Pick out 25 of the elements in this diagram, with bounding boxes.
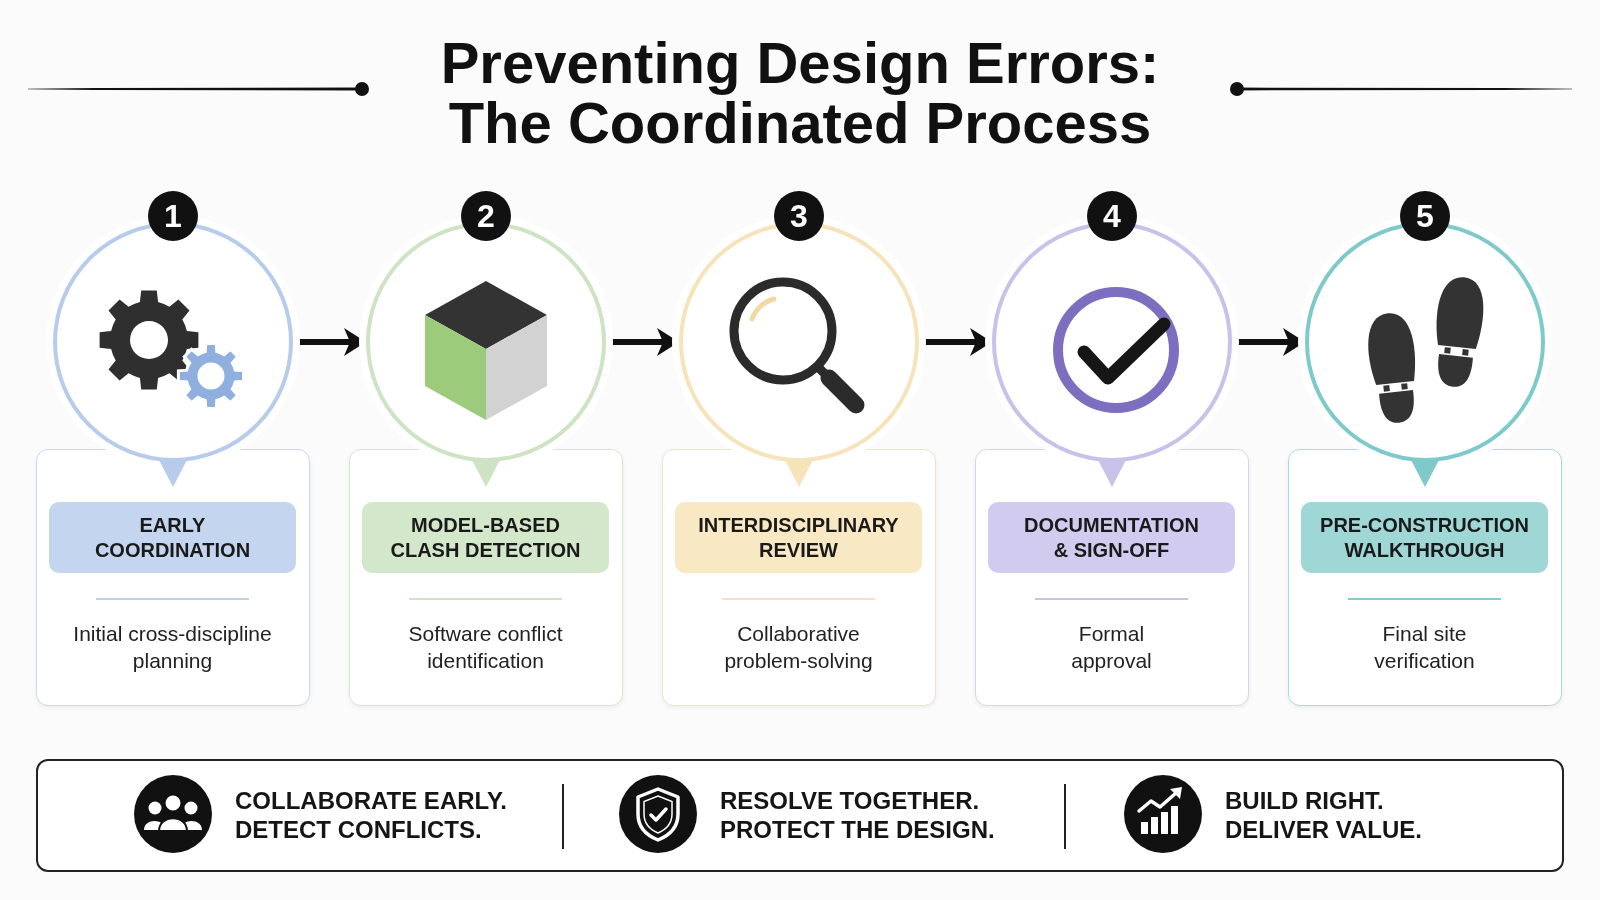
summary-text: RESOLVE TOGETHER. PROTECT THE DESIGN.	[720, 786, 996, 844]
step-title: EARLY COORDINATION	[49, 502, 296, 573]
number-badge: 3	[774, 191, 824, 241]
step-title: DOCUMENTATION & SIGN-OFF	[988, 502, 1235, 573]
title: Preventing Design Errors: The Coordinated Process	[439, 33, 1161, 153]
step-description: Collaborative problem-solving	[723, 621, 874, 674]
summary-text: BUILD RIGHT. DELIVER VALUE.	[1225, 786, 1423, 844]
step-title: PRE-CONSTRUCTION WALKTHROUGH	[1301, 502, 1548, 573]
step-description: Software conflict identification	[407, 621, 564, 674]
summary-text: COLLABORATE EARLY. DETECT CONFLICTS.	[235, 786, 508, 844]
number-badge: 1	[148, 191, 198, 241]
step-description: Initial cross-discipline planning	[72, 621, 273, 674]
step-card	[662, 449, 936, 706]
step-title: MODEL-BASED CLASH DETECTION	[362, 502, 609, 573]
step-card	[975, 449, 1249, 706]
step-title: INTERDISCIPLINARY REVIEW	[675, 502, 922, 573]
step-card	[349, 449, 623, 706]
step-card	[36, 449, 310, 706]
number-badge: 2	[461, 191, 511, 241]
summary-bar	[36, 759, 1564, 872]
number-badge: 4	[1087, 191, 1137, 241]
number-badge: 5	[1400, 191, 1450, 241]
step-card	[1288, 449, 1562, 706]
step-description: Final site verification	[1373, 621, 1476, 674]
step-description: Formal approval	[1070, 621, 1153, 674]
